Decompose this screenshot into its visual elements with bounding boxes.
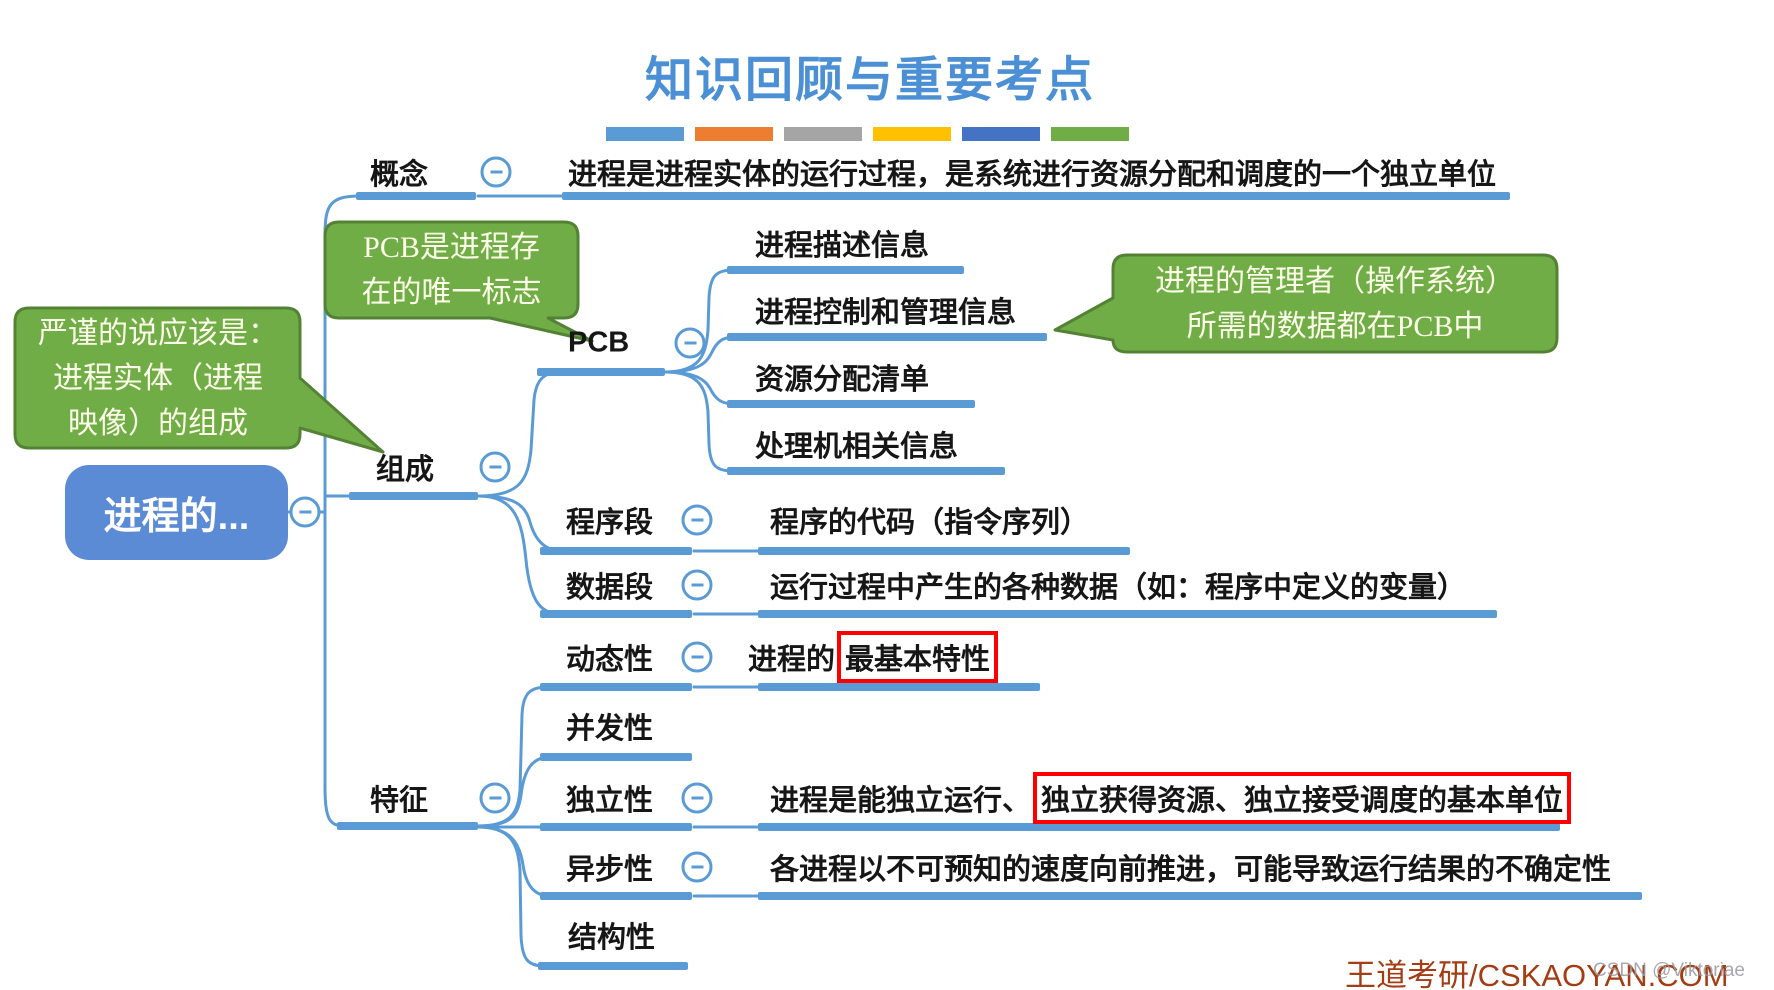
accent-bar [962,127,1040,141]
minus-glyph [691,518,703,522]
underline-data-desc [758,610,1497,618]
page-title: 知识回顾与重要考点 [644,54,1095,107]
topic-composition[interactable]: 组成 [376,454,435,486]
topic-asynchrony-desc[interactable]: 各进程以不可预知的速度向前推进，可能导致运行结果的不确定性 [770,854,1612,886]
topic-asynchrony[interactable]: 异步性 [566,854,654,886]
root-topic[interactable]: 进程的... [65,465,288,560]
topic-pcb[interactable]: PCB [568,326,630,359]
minus-glyph [691,796,703,800]
underline-program-label [540,547,692,555]
connector-pcb-child3 [663,370,737,406]
minus-glyph [490,170,502,174]
collapse-icon-dynamic[interactable] [681,641,713,673]
topic-structure[interactable]: 结构性 [568,922,656,954]
dynamic-desc-prefix: 进程的 [748,644,836,676]
underline-composition-label [349,492,478,500]
callout-strict-note-shape[interactable] [13,306,385,454]
collapse-icon-features[interactable] [479,782,511,814]
underline-asynchrony-label [540,892,692,900]
minus-glyph [489,796,501,800]
underline-pcb-label [537,368,665,376]
accent-bar [695,127,773,141]
topic-data[interactable]: 数据段 [566,572,654,604]
collapse-icon-concept[interactable] [480,156,512,188]
dynamic-desc-highlight-box: 最基本特性 [837,631,999,683]
underline-program-desc [758,547,1130,555]
underline-pcb-child2 [727,333,1047,341]
underline-dynamic-desc [758,683,1040,691]
connector-pcb-child4 [663,370,735,473]
independence-desc-prefix: 进程是能独立运行、 [770,785,1032,817]
minus-glyph [691,865,703,869]
brand-watermark: 王道考研/CSKAOYAN.COM [1345,958,1729,990]
collapse-icon-asynchrony[interactable] [681,851,713,883]
underline-structure-label [538,962,688,970]
topic-concept-desc[interactable]: 进程是进程实体的运行过程，是系统进行资源分配和调度的一个独立单位 [568,159,1497,191]
underline-concept-desc [562,192,1510,200]
accent-bar [1051,127,1129,141]
connector-pcb-child2 [663,335,737,374]
callout-os-manager[interactable]: 进程的管理者（操作系统） 所需的数据都在PCB中 [1155,264,1515,343]
topic-pcb-child2[interactable]: 进程控制和管理信息 [755,297,1017,329]
topic-independence-desc[interactable]: 进程是能独立运行、独立获得资源、独立接受调度的基本单位 [770,772,1572,824]
connector-feat-asynchrony [476,825,552,898]
collapse-icon-independence[interactable] [681,782,713,814]
connector-feat-concurrency [476,755,552,828]
collapse-icon-data[interactable] [681,569,713,601]
topic-dynamic-desc[interactable]: 进程的最基本特性 [748,631,999,683]
underline-concept-label [356,192,476,200]
underline-pcb-child4 [727,467,1005,475]
callout-pcb-unique[interactable]: PCB是进程存 在的唯一标志 [361,231,542,309]
accent-bars [606,127,1129,141]
underline-independence-label [540,823,692,831]
topic-concurrency[interactable]: 并发性 [566,713,654,745]
topic-program-desc[interactable]: 程序的代码（指令序列） [770,507,1090,539]
topic-independence[interactable]: 独立性 [566,785,654,817]
root-topic-label: 进程的... [103,496,250,538]
callout-strict-note[interactable]: 严谨的说应该是： 进程实体（进程 映像）的组成 [38,316,278,440]
callout-pcb-unique-shape[interactable] [323,220,594,343]
topic-data-desc[interactable]: 运行过程中产生的各种数据（如：程序中定义的变量） [770,572,1467,604]
underline-data-label [540,610,692,618]
topic-pcb-child3[interactable]: 资源分配清单 [755,364,930,396]
underline-features-label [337,822,478,830]
minus-glyph [299,510,311,514]
callout-os-manager-shape[interactable] [1053,253,1559,354]
underline-pcb-child3 [727,400,975,408]
minus-glyph [684,341,696,345]
topic-pcb-child1[interactable]: 进程描述信息 [755,230,930,262]
topic-program[interactable]: 程序段 [566,507,654,539]
collapse-icon-pcb[interactable] [674,327,706,359]
underline-dynamic-label [540,683,692,691]
topic-features[interactable]: 特征 [370,785,429,817]
underline-independence-desc [758,823,1560,831]
underline-pcb-child1 [727,266,964,274]
underline-concurrency-label [540,753,692,761]
underline-asynchrony-desc [758,892,1642,900]
connector-feat-structure [476,825,547,968]
collapse-icon-program[interactable] [681,504,713,536]
accent-bar [873,127,951,141]
topic-concept[interactable]: 概念 [370,159,429,191]
minus-glyph [691,583,703,587]
csdn-watermark: CSDN @Viktoriae [1593,960,1745,981]
connector-pcb-child1 [663,268,735,374]
accent-bar [606,127,684,141]
collapse-icon-root[interactable] [289,496,321,528]
independence-desc-highlight-box: 独立获得资源、独立接受调度的基本单位 [1033,772,1572,824]
collapse-icon-composition[interactable] [479,451,511,483]
minus-glyph [489,465,501,469]
connector-comp-data [476,494,562,616]
topic-dynamic[interactable]: 动态性 [566,644,654,676]
topic-pcb-child4[interactable]: 处理机相关信息 [755,431,959,463]
minus-glyph [691,655,703,659]
accent-bar [784,127,862,141]
